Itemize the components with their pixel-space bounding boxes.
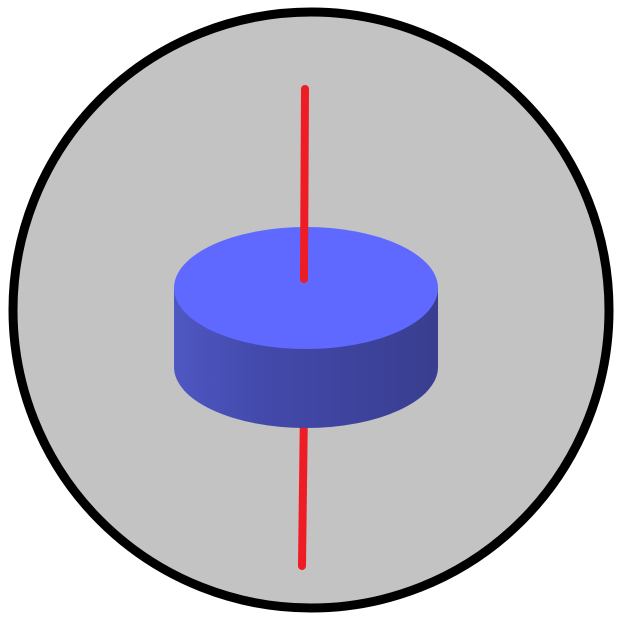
cylinder-top-icon	[174, 227, 438, 349]
axis-upper-line-icon	[300, 85, 309, 283]
axis-lower-line-icon	[298, 401, 308, 570]
